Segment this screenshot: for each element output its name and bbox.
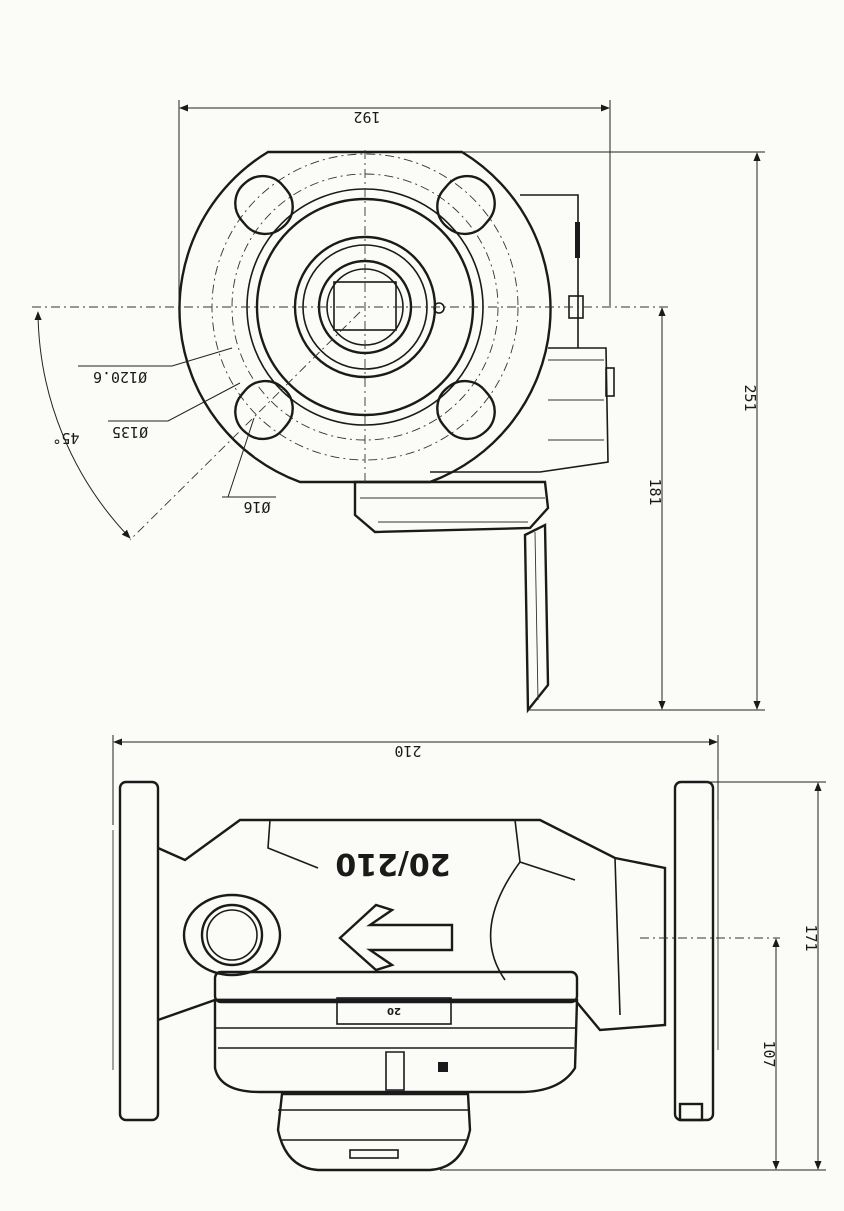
leader-bolt-circle-a (78, 347, 233, 367)
housing-clip (575, 222, 580, 258)
dim-top-height-total: 251 (741, 384, 759, 411)
motor-head-lines (215, 1027, 577, 1049)
bottom-view: 20/210 20 (112, 780, 780, 1172)
leader-bolt-circle-b (108, 382, 241, 422)
flange-clip (678, 1102, 704, 1122)
top-view (32, 150, 668, 714)
bolt-hole-group (234, 174, 496, 441)
dim-bottom-width: 210 (394, 742, 421, 760)
bolt-hole (436, 174, 496, 236)
flow-arrow (338, 903, 454, 972)
bolt-circle-outer (211, 153, 519, 461)
base-box (276, 1092, 472, 1172)
nameplate-text: 20 (387, 1005, 401, 1016)
dim-top-center-height: 181 (646, 478, 664, 505)
motor-head (213, 998, 579, 1094)
callout-bolt-circle-a: Ø120.6 (93, 368, 147, 386)
bolt-circle-inner (231, 173, 499, 441)
side-port-inner (200, 903, 264, 967)
centerline-diag (129, 311, 361, 541)
dim-bottom-height-total: 171 (802, 924, 820, 951)
housing-ribs (548, 359, 604, 441)
top-dimensions: 192 251 181 45° Ø120.6 Ø135 Ø16 (34, 100, 765, 711)
ground-lug (438, 1062, 448, 1072)
bottom-dimensions: 210 171 107 (112, 735, 826, 1171)
callout-bolt-circle-b: Ø135 (112, 423, 148, 441)
callout-bolt-hole: Ø16 (243, 498, 270, 516)
terminal-box (353, 480, 550, 534)
flange-right (673, 780, 715, 1122)
bolt-hole (436, 379, 496, 441)
nameplate (336, 997, 452, 1025)
cable-gland (385, 1051, 405, 1091)
model-marking: 20/210 (335, 846, 450, 881)
housing-button (605, 367, 615, 397)
terminal-box-lines (360, 497, 545, 523)
motor-housing (430, 194, 609, 473)
motor-head-top (213, 970, 579, 1004)
flange-left (118, 780, 160, 1122)
base-box-lines (278, 1109, 470, 1141)
dim-top-width: 192 (353, 108, 380, 126)
lever-center (534, 531, 539, 701)
side-port-outer (182, 893, 282, 977)
angle-arc (34, 311, 131, 539)
bore-key (433, 302, 445, 314)
side-port-core (206, 909, 258, 961)
lever (523, 523, 550, 714)
base-slot (349, 1149, 399, 1159)
angle-label: 45° (52, 429, 79, 447)
bolt-hole (234, 379, 294, 441)
leader-bolt-hole (222, 417, 276, 498)
bolt-hole (234, 174, 294, 236)
dim-bottom-center-height: 107 (760, 1040, 778, 1067)
body-contour-b (489, 857, 621, 1016)
